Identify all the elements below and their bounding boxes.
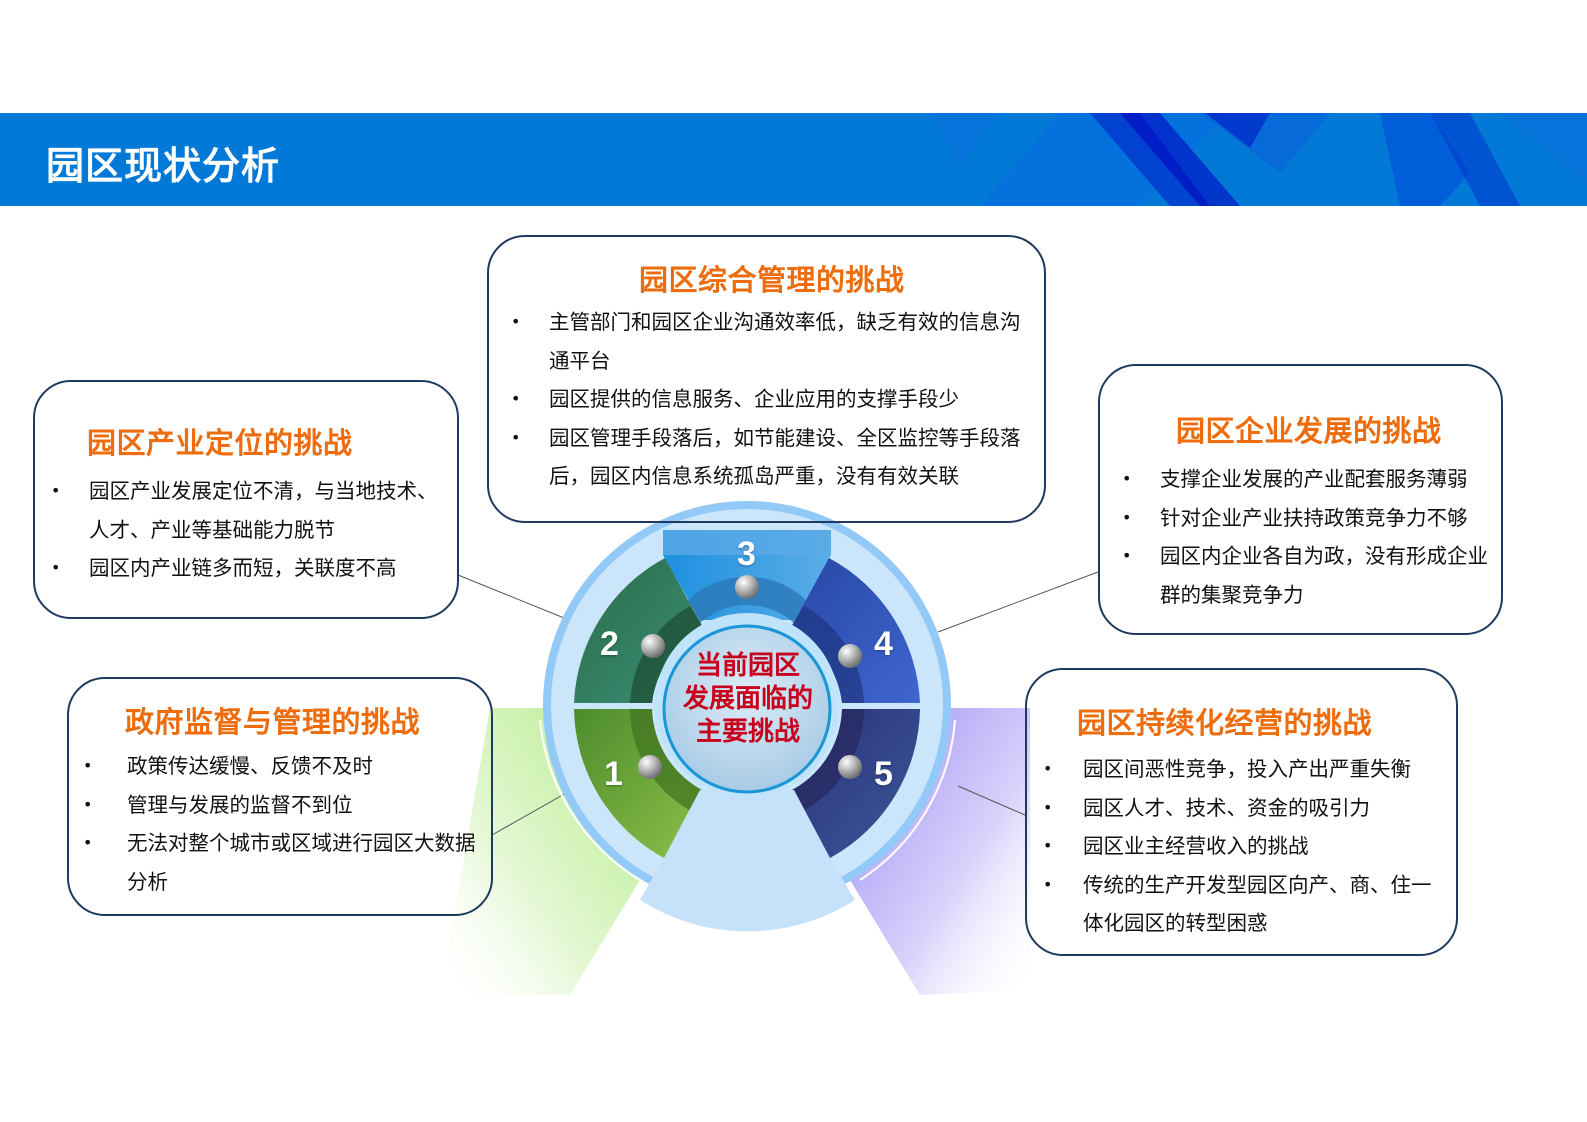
bullet-list: •园区产业发展定位不清，与当地技术、人才、产业等基础能力脱节 •园区内产业链多而… xyxy=(51,472,446,588)
segment-2-shape xyxy=(574,558,704,703)
connector-4 xyxy=(937,571,1099,633)
list-item: •园区管理手段落后，如节能建设、全区监控等手段落后，园区内信息系统孤岛严重，没有… xyxy=(511,425,1021,489)
challenge-box-management: 园区综合管理的挑战 •主管部门和园区企业沟通效率低，缺乏有效的信息沟通平台 •园… xyxy=(487,235,1046,523)
challenge-box-enterprise-development: 园区企业发展的挑战 •支撑企业发展的产业配套服务薄弱 •针对企业产业扶持政策竞争… xyxy=(1098,364,1503,635)
header-banner: 园区现状分析 xyxy=(0,113,1587,206)
box-title: 园区产业定位的挑战 xyxy=(87,426,353,460)
bullet-list: •政策传达缓慢、反馈不及时 •管理与发展的监督不到位 •无法对整个城市或区域进行… xyxy=(83,747,483,901)
ball-1 xyxy=(638,755,662,779)
center-line-1: 当前园区 xyxy=(695,651,800,681)
ball-3 xyxy=(735,575,759,599)
segment-number-1: 1 xyxy=(604,755,623,793)
challenge-box-sustainable-operation: 园区持续化经营的挑战 •园区间恶性竞争，投入产出严重失衡 •园区人才、技术、资金… xyxy=(1025,668,1458,956)
ball-2 xyxy=(641,634,665,658)
ball-5 xyxy=(838,755,862,779)
center-label: 当前园区 发展面临的 主要挑战 xyxy=(660,650,836,749)
challenge-box-government-supervision: 政府监督与管理的挑战 •政策传达缓慢、反馈不及时 •管理与发展的监督不到位 •无… xyxy=(67,677,493,916)
list-item: •传统的生产开发型园区向产、商、住一体化园区的转型困惑 xyxy=(1043,872,1432,936)
bullet-list: •支撑企业发展的产业配套服务薄弱 •针对企业产业扶持政策竞争力不够 •园区内企业… xyxy=(1122,460,1492,614)
page-title: 园区现状分析 xyxy=(46,144,281,188)
list-item: •无法对整个城市或区域进行园区大数据分析 xyxy=(83,831,476,894)
list-item: •园区人才、技术、资金的吸引力 xyxy=(1043,795,1370,820)
list-item: •园区业主经营收入的挑战 xyxy=(1043,834,1309,858)
list-item: •针对企业产业扶持政策竞争力不够 xyxy=(1122,505,1468,530)
ball-4 xyxy=(838,644,862,668)
list-item: •主管部门和园区企业沟通效率低，缺乏有效的信息沟通平台 xyxy=(511,310,1021,373)
center-line-2: 发展面临的 xyxy=(682,684,813,714)
list-item: •园区产业发展定位不清，与当地技术、人才、产业等基础能力脱节 xyxy=(51,479,438,542)
box-title: 园区企业发展的挑战 xyxy=(1176,414,1442,448)
list-item: •园区内产业链多而短，关联度不高 xyxy=(51,556,397,580)
segment-4-shape xyxy=(790,558,920,703)
bullet-list: •园区间恶性竞争，投入产出严重失衡 •园区人才、技术、资金的吸引力 •园区业主经… xyxy=(1043,750,1448,943)
box-title: 政府监督与管理的挑战 xyxy=(125,705,421,739)
segment-number-5: 5 xyxy=(874,755,893,793)
purple-fan xyxy=(850,708,1030,995)
list-item: •管理与发展的监督不到位 xyxy=(83,792,353,817)
list-item: •政策传达缓慢、反馈不及时 xyxy=(83,754,373,778)
center-line-3: 主要挑战 xyxy=(695,717,800,747)
list-item: •园区间恶性竞争，投入产出严重失衡 xyxy=(1043,757,1411,781)
segment-number-3: 3 xyxy=(737,535,756,573)
connector-2 xyxy=(457,574,575,623)
green-fan xyxy=(440,708,640,995)
list-item: •园区内企业各自为政，没有形成企业群的集聚竞争力 xyxy=(1122,544,1488,607)
segment-5-shape xyxy=(788,709,920,858)
connector-5 xyxy=(957,785,1026,816)
list-item: •园区提供的信息服务、企业应用的支撑手段少 xyxy=(511,387,959,411)
box-title: 园区持续化经营的挑战 xyxy=(1077,706,1373,740)
segment-1-shape xyxy=(574,709,706,858)
header-pattern xyxy=(930,113,1587,206)
segment-number-2: 2 xyxy=(600,625,619,663)
challenge-box-industry-positioning: 园区产业定位的挑战 •园区产业发展定位不清，与当地技术、人才、产业等基础能力脱节… xyxy=(33,380,459,619)
box-title: 园区综合管理的挑战 xyxy=(639,263,905,297)
bullet-list: •主管部门和园区企业沟通效率低，缺乏有效的信息沟通平台 •园区提供的信息服务、企… xyxy=(511,303,1031,496)
list-item: •支撑企业发展的产业配套服务薄弱 xyxy=(1122,467,1468,491)
segment-number-4: 4 xyxy=(874,625,893,663)
